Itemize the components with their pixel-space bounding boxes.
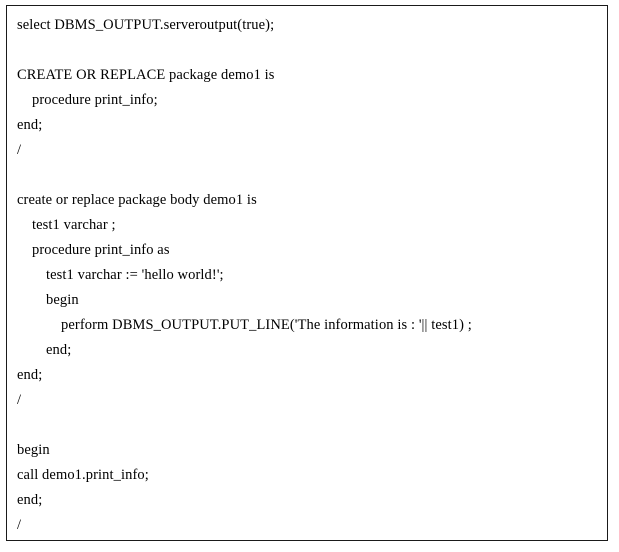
code-listing-body: select DBMS_OUTPUT.serveroutput(true); CR… (17, 13, 605, 538)
code-line: begin (46, 292, 79, 308)
code-line: / (17, 517, 22, 533)
code-line: test1 varchar := 'hello world!'; (46, 267, 224, 283)
code-line: create or replace package body demo1 is (17, 192, 257, 208)
code-line: / (17, 392, 22, 408)
code-line: begin (17, 442, 50, 458)
code-line: end; (46, 342, 72, 358)
code-line-blank (17, 163, 605, 188)
code-line-blank (17, 413, 605, 438)
code-line: select DBMS_OUTPUT.serveroutput(true); (17, 17, 275, 33)
code-line: procedure print_info; (32, 92, 158, 108)
code-line: end; (17, 367, 43, 383)
code-listing-frame: select DBMS_OUTPUT.serveroutput(true); CR… (6, 5, 608, 541)
code-line: end; (17, 492, 43, 508)
code-line: test1 varchar ; (32, 217, 116, 233)
code-line: end; (17, 117, 43, 133)
code-line-blank (17, 38, 605, 63)
code-line: procedure print_info as (32, 242, 170, 258)
code-line: call demo1.print_info; (17, 467, 149, 483)
code-line: / (17, 142, 22, 158)
code-line: CREATE OR REPLACE package demo1 is (17, 67, 275, 83)
code-line: perform DBMS_OUTPUT.PUT_LINE('The inform… (61, 317, 472, 333)
